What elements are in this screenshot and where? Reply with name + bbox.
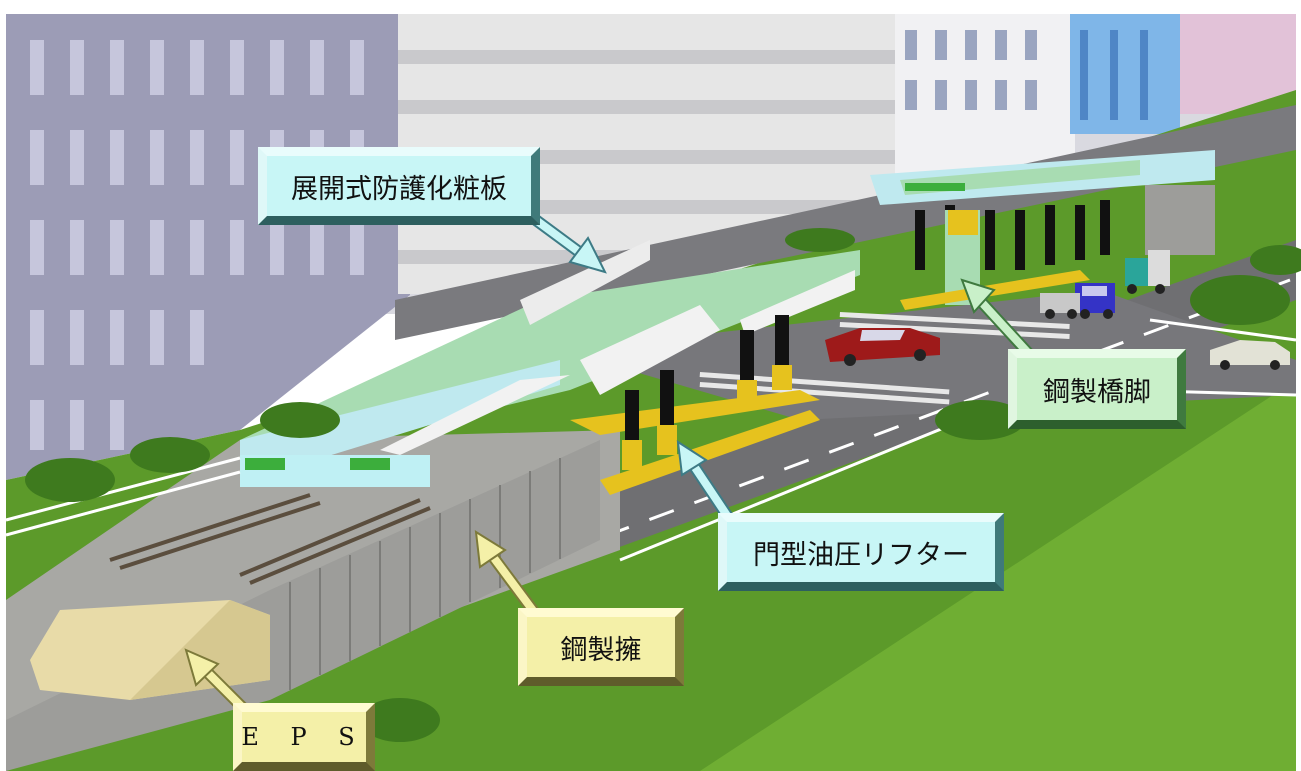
label-hydraulic-lifter-text: 門型油圧リフター (753, 539, 969, 571)
guard-fences (5, 318, 1297, 562)
hydraulic-lifter (570, 315, 820, 495)
label-hydraulic-lifter: 門型油圧リフター (718, 513, 1004, 591)
blue-suv (1075, 283, 1115, 319)
white-car (1210, 340, 1290, 370)
teal-truck (1125, 250, 1170, 294)
label-steel-pier: 鋼製橋脚 (1008, 349, 1186, 429)
steel-retaining-wall (270, 440, 600, 700)
red-car (825, 328, 940, 366)
label-eps-text: E P S (241, 723, 367, 751)
arrow-eps (184, 648, 250, 715)
label-protective-board: 展開式防護化粧板 (258, 147, 540, 225)
shrubs (25, 228, 1301, 742)
right-white-building (895, 14, 1075, 174)
vehicles (825, 250, 1290, 370)
left-office-building (6, 14, 410, 480)
arrow-hydraulic-lifter (676, 440, 735, 524)
blue-glass-building (1070, 14, 1180, 134)
label-steel-retaining-wall: 鋼製擁 (518, 608, 684, 686)
left-building-windows (30, 40, 364, 450)
protective-deck (240, 240, 860, 487)
label-steel-retaining-wall-text: 鋼製擁 (560, 634, 642, 666)
arrow-steel-pier (960, 278, 1035, 360)
label-eps: E P S (233, 703, 375, 771)
label-protective-board-text: 展開式防護化粧板 (291, 173, 507, 205)
railway-structure (6, 430, 620, 771)
far-steel-pier-deck (870, 150, 1215, 310)
silver-car (1040, 293, 1080, 319)
label-steel-pier-text: 鋼製橋脚 (1043, 376, 1151, 408)
